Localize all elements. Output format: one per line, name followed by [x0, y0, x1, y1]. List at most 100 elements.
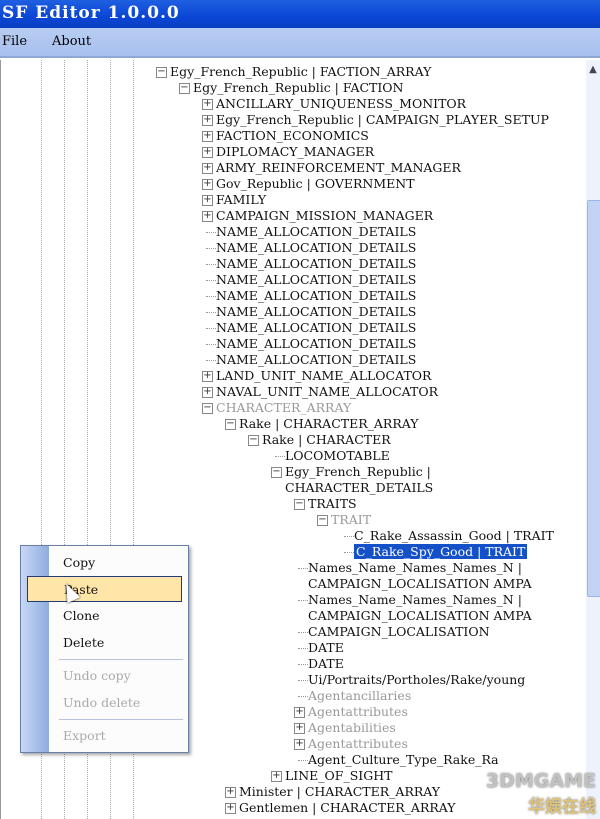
tree-node[interactable]: +Egy_French_Republic | CAMPAIGN_PLAYER_S… — [1, 112, 586, 128]
menu-item-copy[interactable]: Copy — [63, 555, 96, 570]
tree-node[interactable]: −Rake | CHARACTER — [1, 432, 586, 448]
tree-node[interactable]: NAME_ALLOCATION_DETAILS — [1, 320, 586, 336]
tree-node[interactable]: Agent_Culture_Type_Rake_Ra — [1, 752, 586, 768]
tree-node[interactable]: Names_Name_Names_Names_N | CAMPAIGN_LOCA… — [1, 560, 586, 592]
expand-icon[interactable]: + — [225, 786, 236, 798]
tree-node-label: NAVAL_UNIT_NAME_ALLOCATOR — [216, 384, 439, 399]
tree-node[interactable]: +Minister | CHARACTER_ARRAY — [1, 784, 586, 800]
menu-item-undo-copy[interactable]: Undo copy — [63, 668, 131, 683]
tree-node[interactable]: C_Rake_Spy_Good | TRAIT — [1, 544, 586, 560]
scroll-up-arrow-icon[interactable]: ▲ — [589, 64, 597, 75]
tree-node[interactable]: +ANCILLARY_UNIQUENESS_MONITOR — [1, 96, 586, 112]
collapse-icon[interactable]: − — [156, 66, 167, 78]
tree-node-label: Agentabilities — [308, 720, 396, 735]
tree-node-label: Names_Name_Names_Names_N | CAMPAIGN_LOCA… — [308, 592, 532, 623]
expand-icon[interactable]: + — [294, 706, 305, 718]
tree-node[interactable]: −TRAITS — [1, 496, 586, 512]
expand-icon[interactable]: + — [202, 98, 213, 110]
expand-icon[interactable]: + — [202, 162, 213, 174]
tree-node[interactable]: +LAND_UNIT_NAME_ALLOCATOR — [1, 368, 586, 384]
tree-node-label: NAME_ALLOCATION_DETAILS — [216, 272, 417, 287]
tree-node[interactable]: +Agentattributes — [1, 736, 586, 752]
tree-node[interactable]: −Egy_French_Republic | FACTION_ARRAY — [1, 64, 586, 80]
menu-item-clone[interactable]: Clone — [63, 608, 100, 623]
collapse-icon[interactable]: − — [202, 402, 213, 414]
menu-item-delete[interactable]: Delete — [63, 635, 105, 650]
collapse-icon[interactable]: − — [317, 514, 328, 526]
tree-connector — [298, 664, 308, 665]
tree-connector — [275, 456, 285, 457]
tree-node[interactable]: NAME_ALLOCATION_DETAILS — [1, 256, 586, 272]
expand-icon[interactable]: + — [202, 210, 213, 222]
tree-node[interactable]: −TRAIT — [1, 512, 586, 528]
collapse-icon[interactable]: − — [271, 466, 282, 478]
tree-node[interactable]: LOCOMOTABLE — [1, 448, 586, 464]
expand-icon[interactable]: + — [294, 738, 305, 750]
menu-about[interactable]: About — [52, 34, 92, 49]
expand-icon[interactable]: + — [271, 770, 282, 782]
tree-node[interactable]: +FAMILY — [1, 192, 586, 208]
tree-node[interactable]: +NAVAL_UNIT_NAME_ALLOCATOR — [1, 384, 586, 400]
tree-node[interactable]: +Gentlemen | CHARACTER_ARRAY — [1, 800, 586, 816]
tree-node[interactable]: +ARMY_REINFORCEMENT_MANAGER — [1, 160, 586, 176]
collapse-icon[interactable]: − — [294, 498, 305, 510]
menu-separator — [59, 719, 183, 720]
tree-node-label: Agentattributes — [308, 736, 408, 751]
tree-node[interactable]: NAME_ALLOCATION_DETAILS — [1, 272, 586, 288]
tree-node[interactable]: NAME_ALLOCATION_DETAILS — [1, 288, 586, 304]
tree-node[interactable]: +Agentattributes — [1, 704, 586, 720]
tree-node[interactable]: CAMPAIGN_LOCALISATION — [1, 624, 586, 640]
title-bar: SF Editor 1.0.0.0 — [0, 0, 600, 28]
collapse-icon[interactable]: − — [248, 434, 259, 446]
tree-connector — [206, 248, 216, 249]
expand-icon[interactable]: + — [202, 178, 213, 190]
menu-file[interactable]: File — [2, 34, 28, 49]
expand-icon[interactable]: + — [202, 114, 213, 126]
tree-node[interactable]: NAME_ALLOCATION_DETAILS — [1, 240, 586, 256]
expand-icon[interactable]: + — [202, 370, 213, 382]
tree-node[interactable]: DATE — [1, 656, 586, 672]
tree-node[interactable]: DATE — [1, 640, 586, 656]
watermark-line1: 3DMGAME — [485, 770, 596, 792]
menu-item-export[interactable]: Export — [63, 728, 106, 743]
tree-node[interactable]: +DIPLOMACY_MANAGER — [1, 144, 586, 160]
expand-icon[interactable]: + — [225, 802, 236, 814]
tree-node[interactable]: +LINE_OF_SIGHT — [1, 768, 586, 784]
tree-node[interactable]: NAME_ALLOCATION_DETAILS — [1, 352, 586, 368]
tree-node[interactable]: −Rake | CHARACTER_ARRAY — [1, 416, 586, 432]
collapse-icon[interactable]: − — [179, 82, 190, 94]
tree-node[interactable]: C_Rake_Assassin_Good | TRAIT — [1, 528, 586, 544]
menu-item-undo-delete[interactable]: Undo delete — [63, 695, 141, 710]
tree-node-label: FAMILY — [216, 192, 267, 207]
tree-node[interactable]: NAME_ALLOCATION_DETAILS — [1, 336, 586, 352]
expand-icon[interactable]: + — [294, 722, 305, 734]
scrollbar-thumb[interactable] — [587, 200, 600, 597]
tree-node[interactable]: +FACTION_ECONOMICS — [1, 128, 586, 144]
tree-node[interactable]: Agentancillaries — [1, 688, 586, 704]
tree-node[interactable]: +Agentabilities — [1, 720, 586, 736]
tree-node-label: Rake | CHARACTER_ARRAY — [239, 416, 419, 431]
tree-node-label: NAME_ALLOCATION_DETAILS — [216, 224, 417, 239]
tree-node-label: NAME_ALLOCATION_DETAILS — [216, 304, 417, 319]
tree-node[interactable]: NAME_ALLOCATION_DETAILS — [1, 224, 586, 240]
expand-icon[interactable]: + — [202, 386, 213, 398]
expand-icon[interactable]: + — [202, 130, 213, 142]
tree-node[interactable]: −Egy_French_Republic | FACTION — [1, 80, 586, 96]
tree-node[interactable]: +CAMPAIGN_MISSION_MANAGER — [1, 208, 586, 224]
tree-connector — [206, 312, 216, 313]
tree-node[interactable]: −Egy_French_Republic | CHARACTER_DETAILS — [1, 464, 586, 496]
tree-node[interactable]: +Gov_Republic | GOVERNMENT — [1, 176, 586, 192]
tree-node[interactable]: Names_Name_Names_Names_N | CAMPAIGN_LOCA… — [1, 592, 586, 624]
tree-node[interactable]: Ui/Portraits/Portholes/Rake/young — [1, 672, 586, 688]
expand-icon[interactable]: + — [202, 194, 213, 206]
tree-connector — [344, 552, 354, 553]
tree-node-label: Egy_French_Republic | CAMPAIGN_PLAYER_SE… — [216, 112, 549, 127]
tree-node[interactable]: −CHARACTER_ARRAY — [1, 400, 586, 416]
vertical-scrollbar[interactable]: ▲ — [586, 60, 600, 819]
window-title: SF Editor 1.0.0.0 — [2, 3, 180, 23]
collapse-icon[interactable]: − — [225, 418, 236, 430]
watermark: 3DMGAME 华娱在线 — [486, 770, 596, 817]
expand-icon[interactable]: + — [202, 146, 213, 158]
menu-item-paste[interactable]: Paste — [27, 576, 182, 602]
tree-node[interactable]: NAME_ALLOCATION_DETAILS — [1, 304, 586, 320]
